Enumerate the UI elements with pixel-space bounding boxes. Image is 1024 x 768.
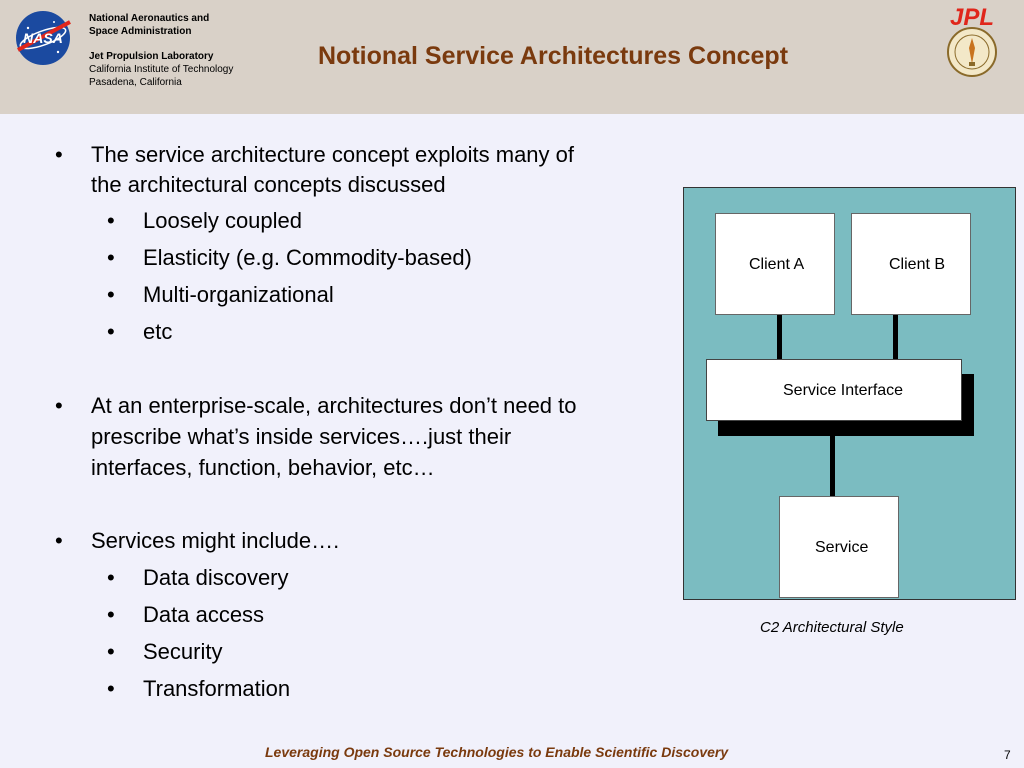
agency-name-line2: Space Administration [89,26,192,37]
connector-client-b [893,314,898,360]
sub-bullet-item: etc [143,319,173,344]
jpl-logo-icon: JPL [950,4,994,28]
service-interface-label: Service Interface [783,382,904,399]
client-a-box: Client A [715,213,835,315]
service-box: Service [779,496,899,598]
connector-client-a [777,314,782,360]
caltech-seal-icon [947,27,997,77]
bullet-marker: • [55,528,63,553]
institution-name: California Institute of Technology [89,64,234,75]
service-label: Service [815,539,869,556]
c2-diagram: Client A Client B Service Interface Serv… [683,187,1016,600]
sub-bullet-item: Elasticity (e.g. Commodity-based) [143,245,472,270]
bullet-marker: • [107,282,115,307]
bullet-marker: • [107,676,115,701]
slide-header: NASA National Aeronautics and Space Admi… [0,0,1024,114]
svg-text:NASA: NASA [23,30,63,46]
bullet-marker: • [107,602,115,627]
sub-bullet-item: Loosely coupled [143,208,303,233]
jpl-logo-text: JPL [950,4,994,28]
bullet-marker: • [107,245,115,270]
bullet-item: prescribe what’s inside services….just t… [91,424,512,449]
client-b-box: Client B [851,213,971,315]
client-b-label: Client B [889,256,946,273]
nasa-logo-icon: NASA [16,11,71,65]
agency-block: National Aeronautics and Space Administr… [89,12,233,89]
slide-title: Notional Service Architectures Concept [318,42,789,70]
bullet-marker: • [107,565,115,590]
bullet-marker: • [107,319,115,344]
footer-tagline: Leveraging Open Source Technologies to E… [265,744,729,760]
sub-bullet-item: Security [143,639,223,664]
bullet-item: The service architecture concept exploit… [91,142,575,167]
agency-name-line1: National Aeronautics and [89,13,210,24]
diagram-caption: C2 Architectural Style [760,619,904,636]
bullet-item: At an enterprise-scale, architectures do… [91,393,577,418]
bullet-marker: • [107,208,115,233]
bullet-marker: • [55,142,63,167]
bullet-marker: • [107,639,115,664]
bullet-item: the architectural concepts discussed [91,172,446,197]
client-a-label: Client A [749,256,805,273]
service-interface-box: Service Interface [706,359,962,421]
lab-name: Jet Propulsion Laboratory [89,51,214,62]
sub-bullet-item: Transformation [143,676,291,701]
sub-bullet-item: Data discovery [143,565,289,590]
bullet-item: interfaces, function, behavior, etc… [91,455,435,480]
location-text: Pasadena, California [89,77,182,88]
sub-bullet-item: Multi-organizational [143,282,334,307]
page-number: 7 [1004,748,1011,762]
bullet-item: Services might include…. [91,528,340,553]
sub-bullet-item: Data access [143,602,265,627]
connector-service [830,434,835,498]
bullet-marker: • [55,393,63,418]
